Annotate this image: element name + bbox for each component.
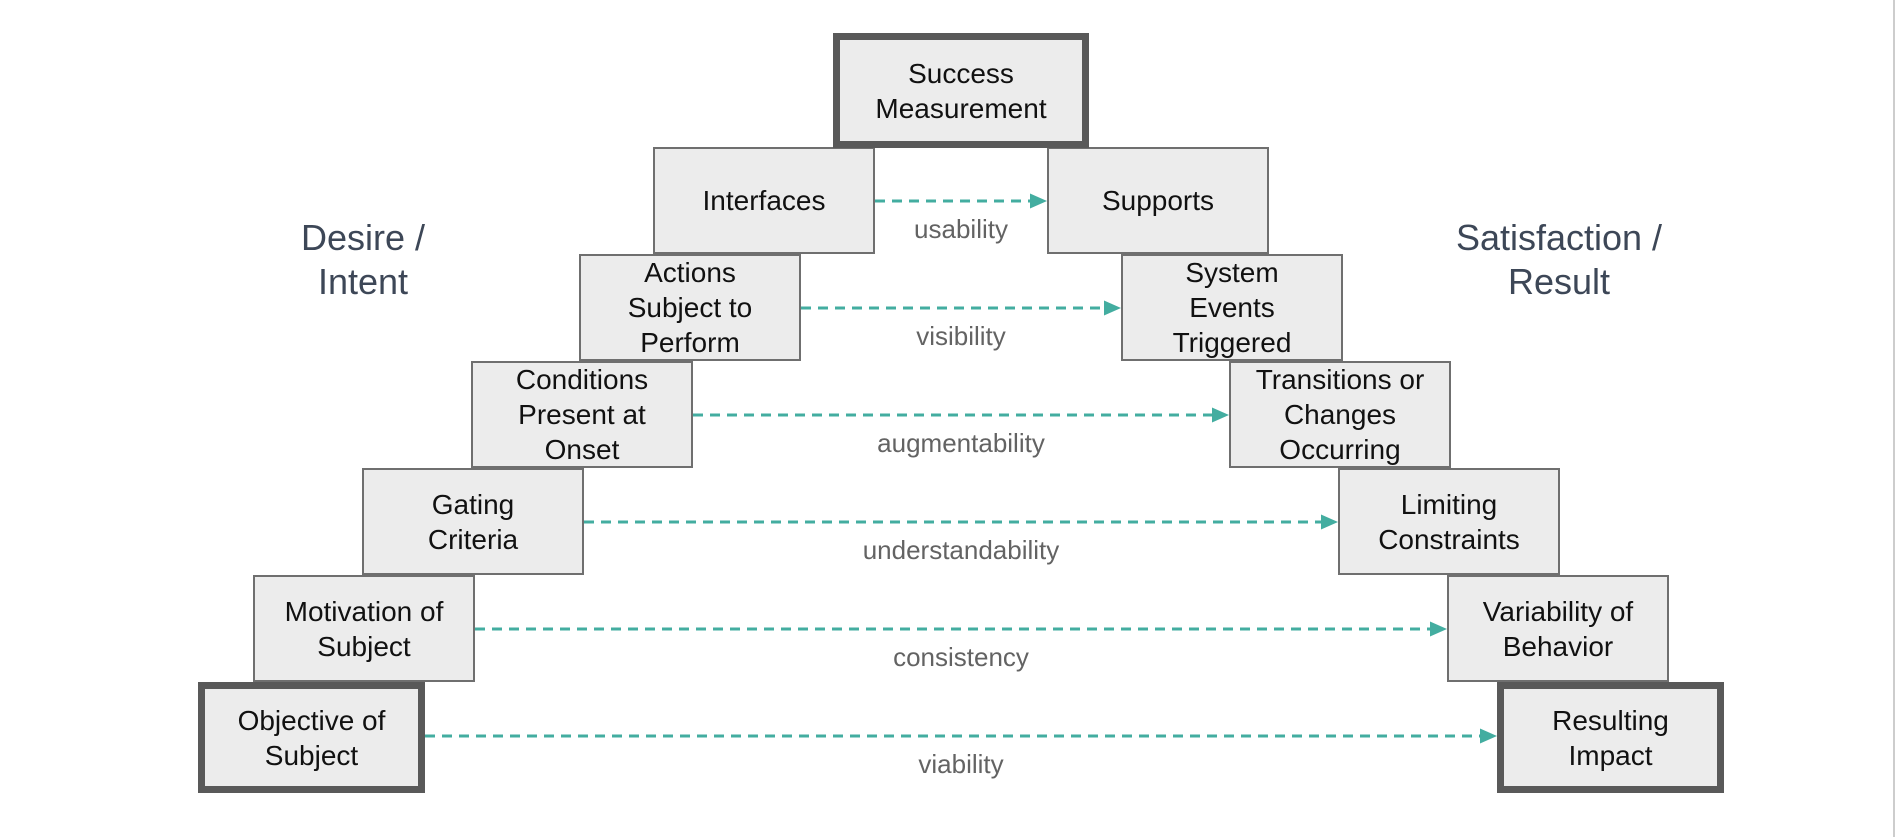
connector-label-visibility: visibility [916,321,1006,351]
box-conditions-present-at-onset: Conditions Present at Onset [471,361,693,468]
page-right-border [1893,0,1895,837]
side-label-desire-intent: Desire / Intent [300,217,426,302]
box-variability-of-behavior: Variability of Behavior [1447,575,1669,682]
box-actions-subject-to-perform: Actions Subject to Perform [579,254,801,361]
box-interfaces: Interfaces [653,147,875,254]
connector-arrow-visibility [801,300,1121,316]
box-system-events-triggered: System Events Triggered [1121,254,1343,361]
connector-label-viability: viability [918,749,1004,779]
connector-label-consistency: consistency [893,642,1029,672]
side-label-satisfaction-result: Satisfaction / Result [1455,217,1663,302]
connector-arrow-consistency [475,621,1447,637]
box-resulting-impact: Resulting Impact [1497,682,1724,793]
box-transitions-or-changes-occurring: Transitions or Changes Occurring [1229,361,1451,468]
box-gating-criteria: Gating Criteria [362,468,584,575]
connector-label-usability: usability [914,214,1008,244]
box-success-measurement: Success Measurement [833,33,1089,148]
connector-arrow-understandability [584,514,1338,530]
connector-arrow-augmentability [693,407,1229,423]
box-objective-of-subject: Objective of Subject [198,682,425,793]
box-supports: Supports [1047,147,1269,254]
connector-label-understandability: understandability [862,535,1060,565]
connector-arrow-usability [875,193,1047,209]
box-motivation-of-subject: Motivation of Subject [253,575,475,682]
connector-arrow-viability [425,728,1497,744]
connector-label-augmentability: augmentability [877,428,1045,458]
box-limiting-constraints: Limiting Constraints [1338,468,1560,575]
